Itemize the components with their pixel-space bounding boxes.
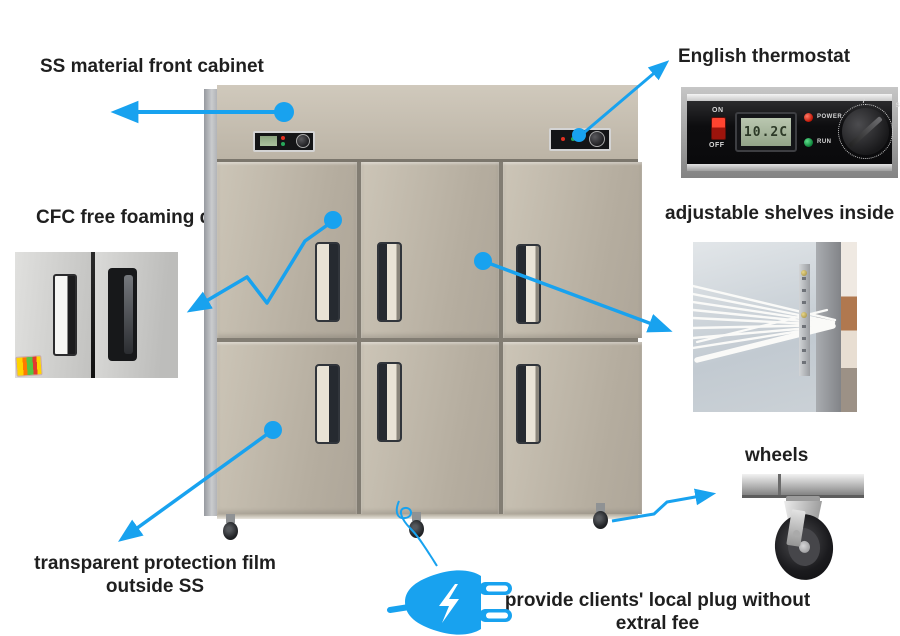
- fridge-caster-middle: [408, 512, 425, 540]
- caster-mount-plate: [786, 496, 820, 504]
- door-bottom-left: [217, 342, 357, 514]
- power-rocker-switch: [711, 117, 726, 140]
- dial-stop-label: Stop: [895, 103, 900, 109]
- label-ss-cabinet: SS material front cabinet: [40, 56, 264, 77]
- thermostat-black-panel: ON OFF 10.2C POWER RUN 7 Stop: [687, 99, 900, 164]
- label-protection-film-line1: transparent protection film: [34, 553, 276, 574]
- door-gap: [91, 252, 95, 378]
- door-handle: [377, 362, 402, 442]
- dial-ticks: [838, 104, 893, 159]
- screw-icon: [801, 270, 807, 276]
- label-local-plug: provide clients' local plug without extr…: [470, 589, 845, 635]
- door-handles-inset-photo: [15, 252, 178, 378]
- recessed-handle: [108, 268, 137, 361]
- run-led: [804, 138, 813, 147]
- door-handle: [377, 242, 402, 322]
- fridge-bottom-edge: [217, 514, 638, 519]
- dial-number: 7: [862, 99, 866, 105]
- switch-off-label: OFF: [709, 142, 725, 149]
- fridge-cabinet: [217, 85, 642, 519]
- label-local-plug-line1: provide clients' local plug without: [504, 590, 811, 611]
- fridge-control-panel-left: [253, 131, 315, 152]
- thermostat-inset-photo: ON OFF 10.2C POWER RUN 7 Stop: [681, 87, 900, 178]
- fridge-doors-grid: [217, 162, 642, 514]
- lcd-display-bezel: 10.2C: [735, 112, 797, 152]
- door-handle: [315, 364, 340, 444]
- inset-right-door: [95, 252, 178, 378]
- panel-trim: [687, 94, 892, 101]
- panel-trim: [687, 164, 892, 171]
- mini-thermostat-knob: [589, 131, 605, 147]
- label-adjustable-shelves: adjustable shelves inside: [665, 203, 895, 224]
- axle-bolt: [793, 530, 800, 537]
- fridge-caster-left: [222, 514, 239, 542]
- mini-led-red: [281, 136, 285, 140]
- door-handle: [315, 242, 340, 322]
- shelf-inset-photo: [693, 242, 857, 412]
- interior-wall-corner: [816, 242, 841, 412]
- door-handle: [516, 364, 541, 444]
- energy-sticker: [15, 355, 43, 377]
- thermostat-dial-knob: 7 Stop: [838, 99, 900, 159]
- fridge-caster-right: [592, 503, 609, 531]
- mini-led-green: [281, 142, 285, 146]
- power-led: [804, 113, 813, 122]
- mini-thermostat-knob: [296, 134, 310, 148]
- lightning-bolt-icon: [439, 584, 459, 623]
- mini-lcd-display: [260, 136, 277, 146]
- power-led-label: POWER: [817, 114, 843, 120]
- recessed-handle: [53, 274, 77, 356]
- label-wheels: wheels: [745, 445, 809, 466]
- base-frame-bar: [742, 474, 864, 498]
- fridge-side-panel: [204, 89, 218, 516]
- run-led-label: RUN: [817, 139, 832, 145]
- plug-cord-stub: [387, 602, 425, 613]
- door-bottom-middle: [361, 342, 499, 514]
- mini-led-red: [561, 137, 565, 141]
- door-top-left: [217, 162, 357, 338]
- label-protection-film-line2: outside SS: [105, 576, 205, 597]
- wheel-inset-photo: [742, 468, 864, 592]
- switch-on-label: ON: [712, 107, 724, 114]
- mini-led-green: [571, 137, 575, 141]
- lcd-display: 10.2C: [741, 118, 791, 146]
- label-english-thermostat: English thermostat: [678, 46, 851, 67]
- door-bottom-right: [503, 342, 642, 514]
- door-top-middle: [361, 162, 499, 338]
- door-handle: [516, 244, 541, 324]
- fridge-control-panel-right: [549, 128, 611, 151]
- shelf-bracket-rail: [799, 264, 810, 376]
- label-protection-film: transparent protection film outside SS: [10, 552, 300, 598]
- fridge-top-panel: [217, 85, 638, 162]
- screw-icon: [801, 312, 807, 318]
- cabinet-edge: [841, 242, 857, 412]
- door-top-right: [503, 162, 642, 338]
- label-local-plug-line2: extral fee: [615, 613, 700, 634]
